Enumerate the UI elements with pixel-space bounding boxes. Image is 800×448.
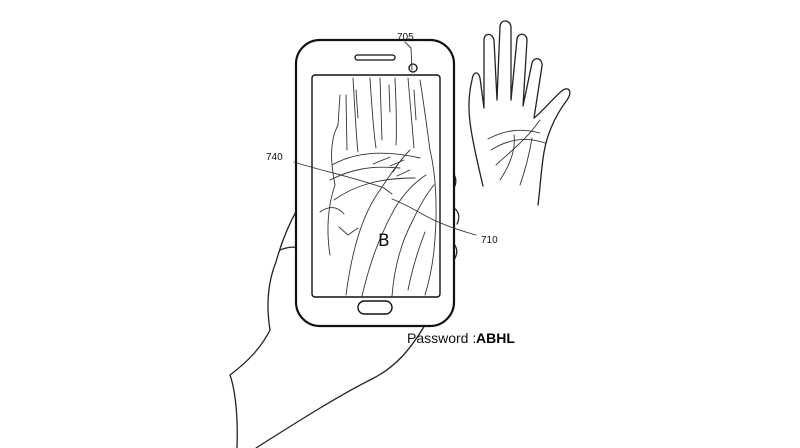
reference-numeral-710: 710 — [481, 235, 498, 246]
reference-numeral-740: 740 — [266, 152, 283, 163]
camera-lens — [408, 63, 418, 73]
home-button[interactable] — [357, 300, 393, 315]
reference-numeral-705: 705 — [397, 32, 414, 43]
leader-710 — [391, 198, 477, 236]
smartphone — [294, 38, 456, 328]
reference-hand — [468, 20, 571, 206]
phone-body — [294, 38, 456, 328]
password-label: Password : — [407, 330, 476, 346]
password-value: ABHL — [476, 330, 515, 346]
palm-letter-b: B — [378, 231, 390, 251]
leader-740 — [293, 161, 393, 195]
earpiece-slot — [354, 54, 396, 61]
leader-705 — [404, 41, 413, 71]
phone-screen — [311, 74, 441, 298]
